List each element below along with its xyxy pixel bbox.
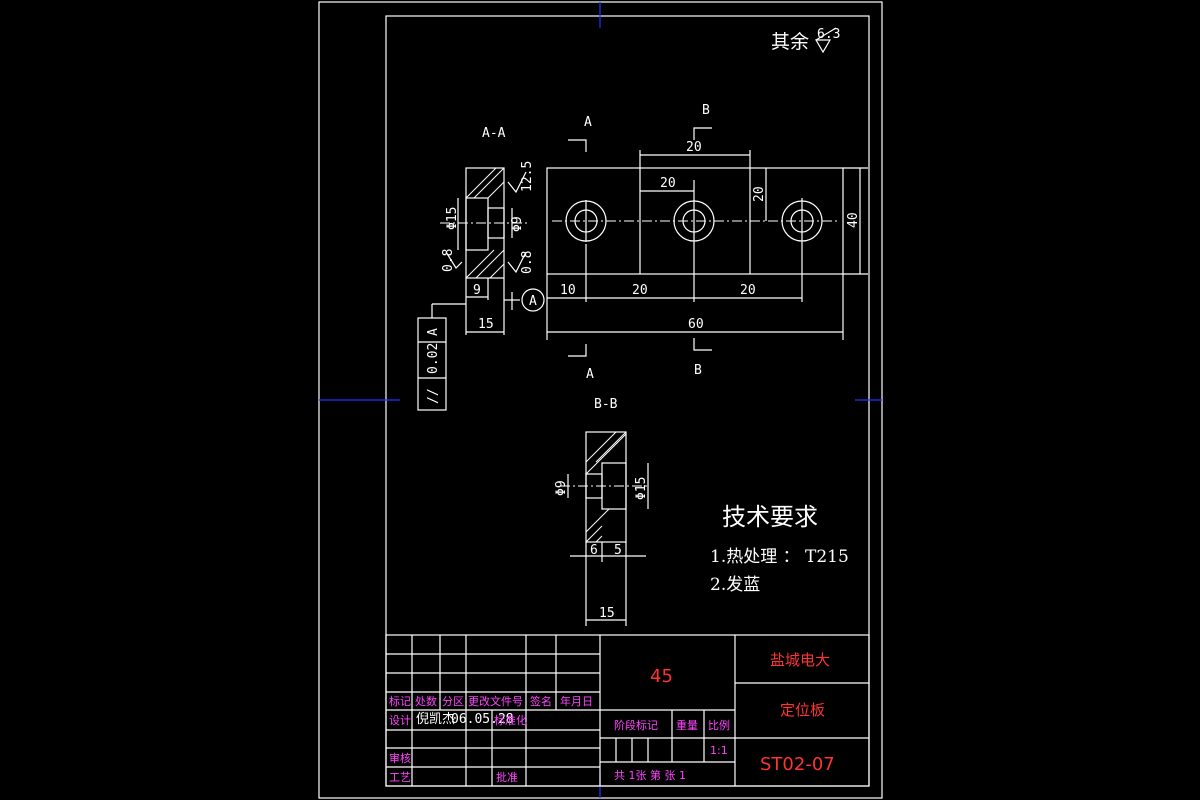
tb-designer: 倪凯杰 [416,712,455,727]
dim-d15-b: Φ15 [634,477,649,500]
tb-review: 审核 [389,751,411,765]
dim-bottom-20b: 20 [740,283,756,298]
dim-height-40: 40 [846,212,861,228]
dim-bottom-20a: 20 [632,283,648,298]
tb-approve: 批准 [496,770,518,784]
tb-count: 处数 [415,695,437,708]
tb-part-name: 定位板 [780,701,825,719]
tb-design: 设计 [389,714,411,727]
section-b-b: B-B Φ9 Φ15 6 5 15 [554,397,650,626]
tech-req-item-2: 2.发蓝 [710,575,760,595]
tb-zone: 分区 [442,695,464,708]
tolerance-symbol: // [426,388,441,404]
roughness-12-5: 12.5 [520,161,535,192]
roughness-0-8-b: 0.8 [520,251,535,274]
cut-label-b-bottom: B [694,363,702,378]
section-a-a: A-A Φ15 Φ9 12.5 0.8 0.8 9 15 [440,126,545,335]
dim-inner-20: 20 [660,176,676,191]
tb-doc: 更改文件号 [468,694,523,708]
tech-req-item-1: 1.热处理 ： T215 [710,547,849,567]
dim-w15-b: 15 [599,606,615,621]
datum-a-label: A [529,294,537,309]
title-block: 标记 处数 分区 更改文件号 签名 年月日 设计 倪凯杰 06.05.28 标准… [385,634,870,787]
tb-standard: 标准化 [494,713,527,727]
tb-scale: 1:1 [710,744,728,757]
cut-label-a-top: A [584,115,592,130]
tb-sign: 签名 [530,694,552,708]
tb-ratio: 比例 [708,718,730,732]
surface-note-label: 其余 [771,31,809,53]
dim-total-60: 60 [688,317,704,332]
dim-bottom-10: 10 [560,283,576,298]
section-b-title: B-B [594,397,618,412]
surface-note-value: 6.3 [817,27,840,42]
tolerance-value: 0.02 [426,343,441,374]
dim-w9-a: 9 [473,283,481,298]
tb-date: 年月日 [560,694,593,708]
tb-material: 45 [650,666,673,687]
surface-finish-note: 其余 6.3 [771,27,840,54]
dim-height-20: 20 [752,186,767,202]
tolerance-datum: A [426,328,441,336]
tb-process: 工艺 [389,771,411,784]
dim-w6-b: 6 [590,543,598,558]
tb-design-date: 06.05.28 [451,712,514,727]
tb-stage: 阶段标记 [614,718,658,732]
inner-frame [385,15,870,787]
dim-d15-a: Φ15 [445,207,460,230]
section-a-title: A-A [482,126,506,141]
tb-school: 盐城电大 [770,651,830,669]
dim-d9-a: Φ9 [510,216,525,232]
tech-requirements: 技术要求 1.热处理 ： T215 2.发蓝 [710,503,849,595]
dim-w15-a: 15 [478,317,494,332]
roughness-0-8-a: 0.8 [441,249,456,272]
tb-drawing-no: ST02-07 [760,754,835,775]
tb-sheets: 共 1张 第 张 1 [614,768,686,782]
dim-w5-b: 5 [614,543,622,558]
tech-req-title: 技术要求 [722,503,818,531]
tb-weight: 重量 [676,718,698,732]
main-view: 20 20 20 40 10 20 20 60 [546,140,868,340]
cut-label-b-top: B [702,103,710,118]
cut-label-a-bottom: A [586,367,594,382]
tb-mark: 标记 [389,694,411,708]
tolerance-frame: A 0.02 // [417,303,466,411]
dim-d9-b: Φ9 [554,480,569,496]
cut-markers: A A B B [568,103,712,382]
dim-top-20: 20 [686,140,702,155]
